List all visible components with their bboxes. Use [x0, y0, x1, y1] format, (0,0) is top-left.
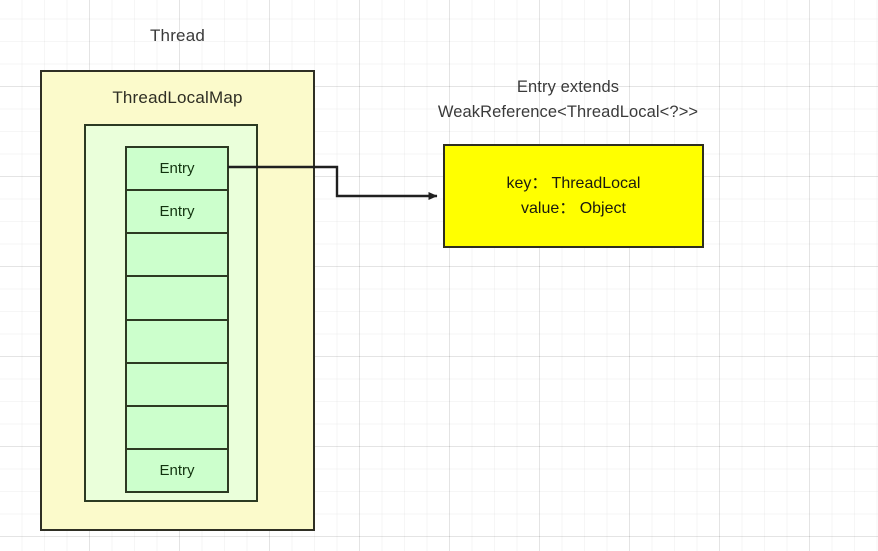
- entry-cell[interactable]: [125, 404, 229, 450]
- caption-line-2: WeakReference<ThreadLocal<?>>: [437, 103, 699, 121]
- thread-label: Thread: [149, 26, 206, 45]
- entry-cell[interactable]: [125, 361, 229, 407]
- entry-table: Entry Entry Entry: [125, 146, 229, 493]
- entry-cell[interactable]: [125, 232, 229, 278]
- threadlocalmap-label: ThreadLocalMap: [112, 88, 243, 107]
- entry-field-key: key： ThreadLocal: [506, 175, 641, 192]
- caption-line-1: Entry extends: [516, 78, 620, 96]
- entry-cell[interactable]: [125, 318, 229, 364]
- entry-cell[interactable]: [125, 275, 229, 321]
- entry-field-value: value： Object: [521, 200, 626, 217]
- entry-detail-box[interactable]: key： ThreadLocal value： Object: [443, 144, 704, 248]
- entry-cell[interactable]: Entry: [125, 146, 229, 192]
- entry-cell[interactable]: Entry: [125, 189, 229, 235]
- entry-cell[interactable]: Entry: [125, 447, 229, 493]
- entry-detail-caption: Entry extends WeakReference<ThreadLocal<…: [398, 75, 738, 125]
